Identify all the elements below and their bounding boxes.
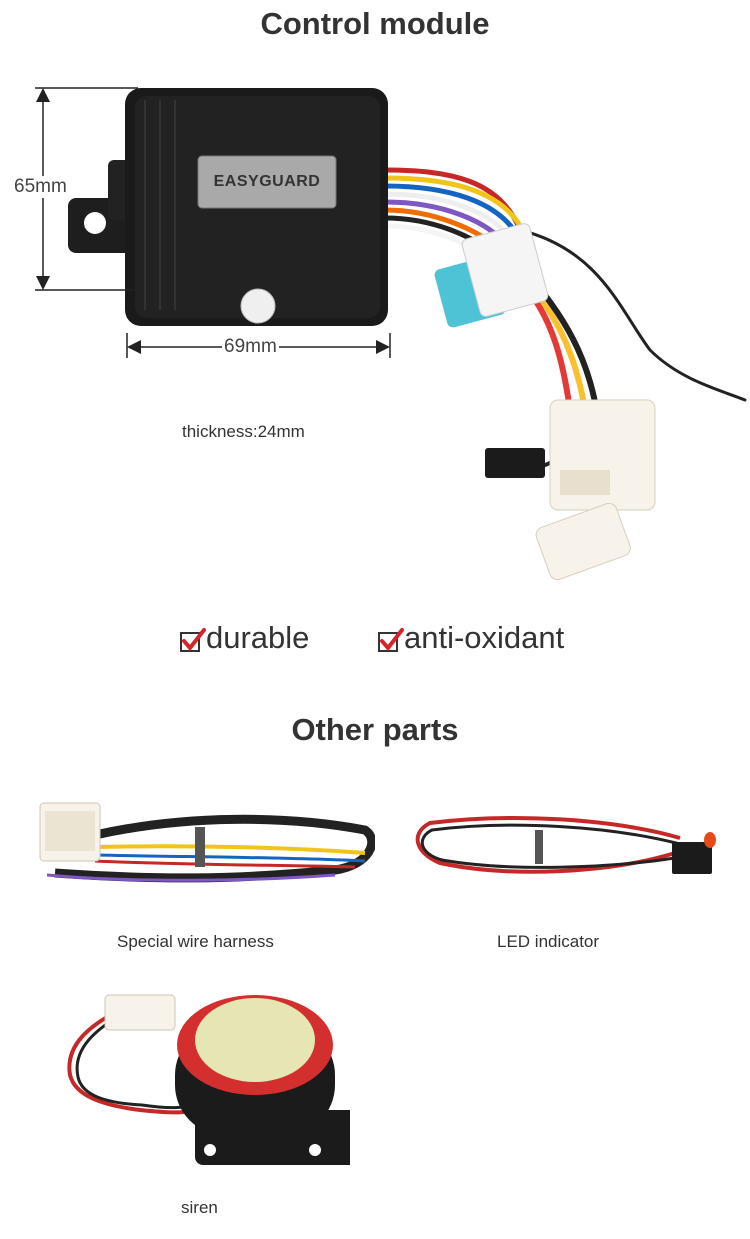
section-title-other-parts: Other parts: [291, 712, 459, 747]
width-dimension-label: 69mm: [222, 336, 279, 358]
feature-durable: durable: [180, 620, 309, 656]
led-indicator-image: [410, 808, 720, 883]
thickness-label: thickness:24mm: [182, 422, 305, 441]
feature-anti-oxidant: anti-oxidant: [378, 620, 564, 656]
wire-harness-image: [35, 795, 375, 895]
brand-label: EASYGUARD: [213, 173, 321, 190]
height-dimension-label: 65mm: [12, 176, 69, 198]
checkbox-checked-icon: [378, 628, 404, 652]
section-title-control-module: Control module: [260, 6, 490, 41]
checkbox-checked-icon: [180, 628, 206, 652]
caption-wire-harness: Special wire harness: [117, 932, 274, 951]
control-module-image: [0, 60, 750, 590]
caption-led-indicator: LED indicator: [497, 932, 600, 951]
caption-siren: siren: [181, 1198, 218, 1217]
feature-label: anti-oxidant: [404, 620, 565, 655]
siren-image: [60, 985, 350, 1170]
feature-label: durable: [206, 620, 310, 655]
